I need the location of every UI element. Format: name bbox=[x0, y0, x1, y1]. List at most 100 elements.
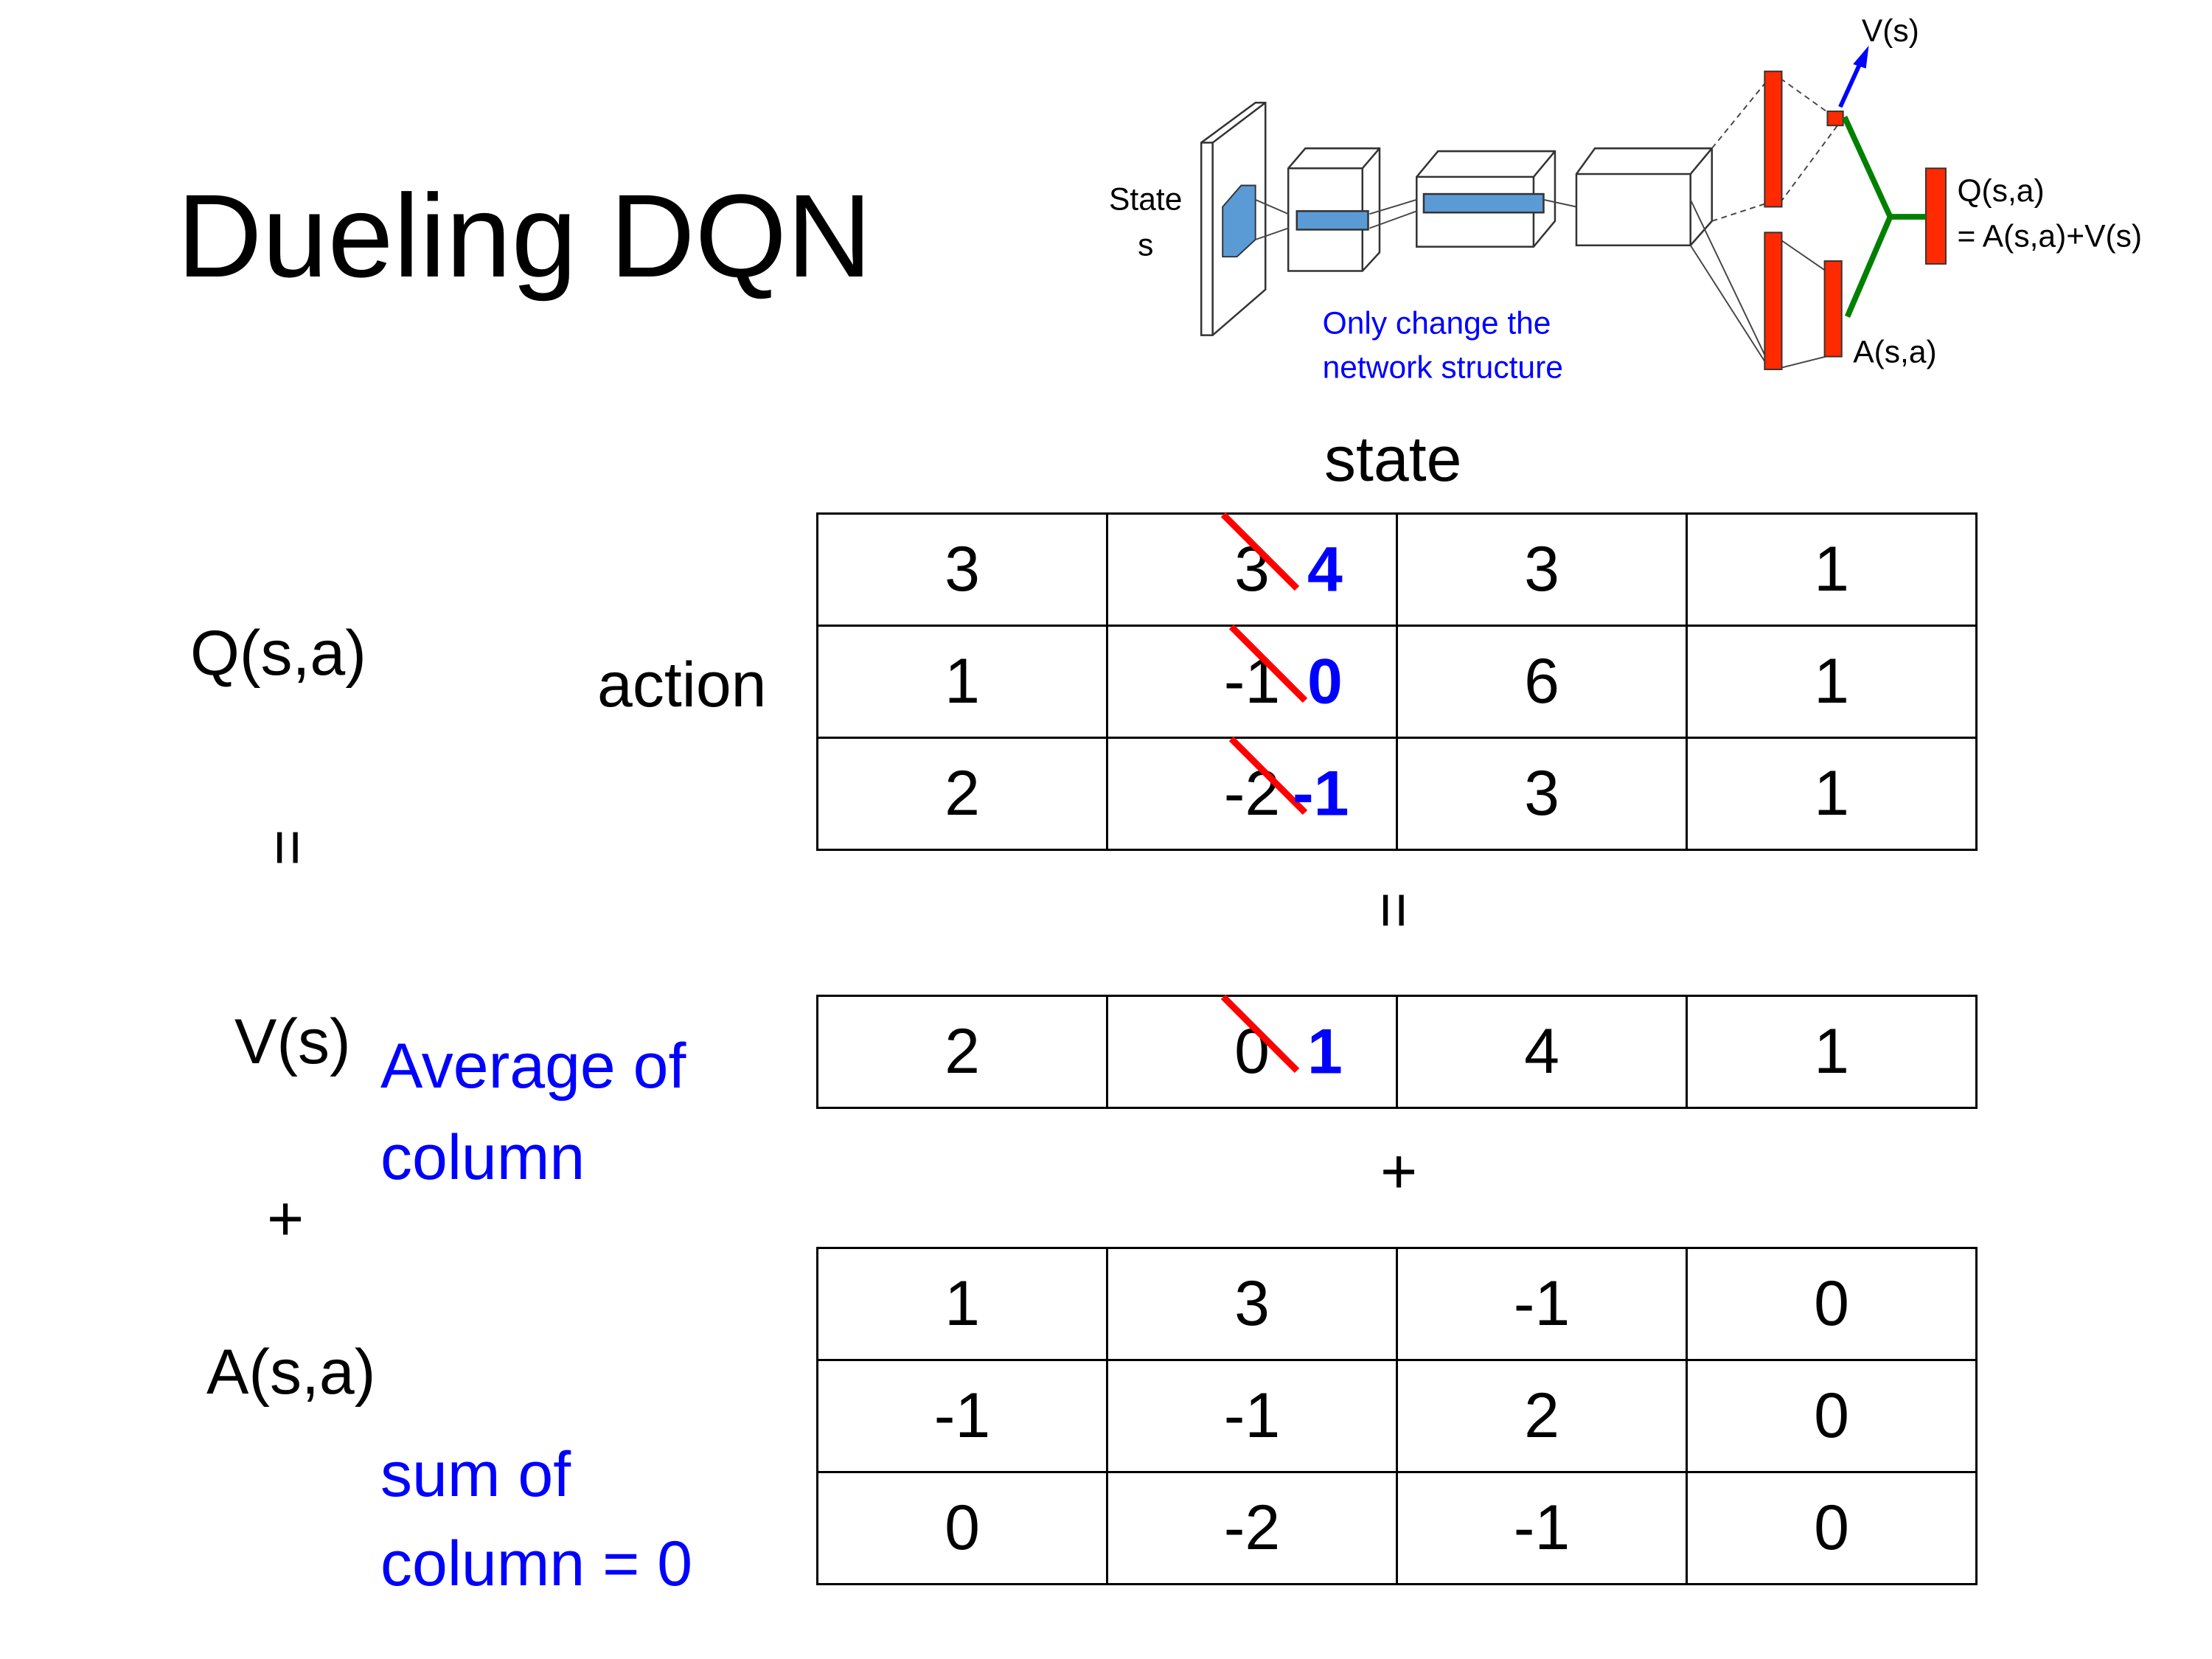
table-cell: -2-1 bbox=[1106, 736, 1398, 851]
cell-value: 2 bbox=[1524, 1380, 1559, 1451]
corrected-value: 1 bbox=[1307, 1016, 1343, 1087]
table-cell: -2 bbox=[1106, 1471, 1398, 1585]
conv-layer-1 bbox=[1287, 147, 1381, 272]
strikethrough-mark bbox=[1220, 994, 1300, 1074]
table-cell: 6 bbox=[1396, 625, 1688, 739]
table-cell: 0 bbox=[1686, 1471, 1978, 1585]
strikethrough-mark bbox=[1228, 736, 1307, 815]
table-cell: 3 bbox=[816, 512, 1108, 627]
corrected-value: -1 bbox=[1293, 758, 1349, 829]
q-label: Q(s,a) bbox=[1957, 173, 2044, 209]
table-cell: -1 bbox=[1396, 1471, 1688, 1585]
table-cell: 3 bbox=[1396, 737, 1688, 851]
state-label: State bbox=[1109, 181, 1182, 217]
cell-value: -2 bbox=[1223, 1492, 1281, 1563]
fc-bars bbox=[1764, 70, 1947, 370]
equals-sign: = bbox=[252, 829, 324, 866]
table-cell: 1 bbox=[1686, 625, 1978, 739]
table-cell: 0 bbox=[1686, 1247, 1978, 1361]
state-axis-label: state bbox=[1324, 424, 1462, 495]
table-row: 0 -2 -1 0 bbox=[816, 1471, 1978, 1585]
table-cell: -1 bbox=[1106, 1359, 1398, 1473]
a-label: A(s,a) bbox=[206, 1337, 376, 1408]
table-cell: 2 bbox=[1396, 1359, 1688, 1473]
cell-value: 1 bbox=[1814, 534, 1849, 605]
a-label: A(s,a) bbox=[1853, 334, 1936, 369]
cell-value: 0 bbox=[945, 1492, 980, 1563]
cell-value: 3 bbox=[1234, 1268, 1270, 1339]
corrected-value: 0 bbox=[1307, 646, 1343, 717]
connections bbox=[1255, 77, 1838, 369]
strikethrough-mark bbox=[1228, 624, 1307, 703]
a-table: 1 3 -1 0 -1 -1 2 0 0 -2 -1 0 bbox=[816, 1247, 1978, 1585]
cell-value: 1 bbox=[945, 646, 980, 717]
cell-value: 2 bbox=[945, 1016, 980, 1087]
cell-value: 4 bbox=[1524, 1016, 1559, 1087]
slide-title: Dueling DQN bbox=[177, 170, 872, 302]
q-formula: = A(s,a)+V(s) bbox=[1957, 219, 2142, 254]
table-cell: 3 bbox=[1106, 1247, 1398, 1361]
cell-value: -1 bbox=[1513, 1492, 1571, 1563]
table-cell: 1 bbox=[1686, 512, 1978, 627]
action-axis-label: action bbox=[597, 650, 767, 720]
a-note-line1: sum of bbox=[380, 1439, 571, 1510]
table-cell: -1 0 bbox=[1106, 624, 1398, 739]
table-cell: 4 bbox=[1396, 995, 1688, 1109]
cell-value: 1 bbox=[1814, 1016, 1849, 1087]
v-note-line2: column bbox=[380, 1122, 585, 1193]
table-cell: 2 bbox=[816, 737, 1108, 851]
table-cell: 0 bbox=[1686, 1359, 1978, 1473]
cell-value: 2 bbox=[945, 758, 980, 829]
value-arrow bbox=[1838, 45, 1869, 108]
plus-sign: + bbox=[1380, 1136, 1418, 1207]
q-label: Q(s,a) bbox=[190, 618, 366, 689]
table-cell: 1 bbox=[816, 625, 1108, 739]
original-value: -2 bbox=[1223, 758, 1281, 829]
cell-value: 0 bbox=[1814, 1380, 1849, 1451]
plus-sign: + bbox=[267, 1183, 305, 1254]
state-symbol: s bbox=[1138, 227, 1153, 262]
v-label: V(s) bbox=[234, 1006, 351, 1077]
v-label: V(s) bbox=[1862, 13, 1919, 49]
cell-value: 6 bbox=[1524, 646, 1559, 717]
conv-layer-3 bbox=[1575, 147, 1713, 246]
table-row: 1 -1 0 6 1 bbox=[816, 624, 1978, 739]
cell-value: 0 bbox=[1814, 1492, 1849, 1563]
cell-value: 0 bbox=[1814, 1268, 1849, 1339]
merge-lines bbox=[1842, 116, 1926, 318]
cell-value: -1 bbox=[1223, 1380, 1281, 1451]
a-note-line2: column = 0 bbox=[380, 1528, 693, 1599]
diagram-note-line2: network structure bbox=[1323, 350, 1563, 386]
table-row: -1 -1 2 0 bbox=[816, 1359, 1978, 1473]
cell-value: 3 bbox=[945, 534, 980, 605]
table-cell: 1 bbox=[1686, 737, 1978, 851]
cell-value: 1 bbox=[945, 1268, 980, 1339]
strikethrough-mark bbox=[1220, 512, 1300, 591]
cell-value: -1 bbox=[933, 1380, 991, 1451]
table-cell: 3 bbox=[1396, 512, 1688, 627]
cell-value: -1 bbox=[1513, 1268, 1571, 1339]
table-cell: 0 bbox=[816, 1471, 1108, 1585]
diagram-note-line1: Only change the bbox=[1323, 306, 1551, 341]
table-cell: 1 bbox=[1686, 995, 1978, 1109]
original-value: -1 bbox=[1223, 646, 1281, 717]
table-cell: -1 bbox=[1396, 1247, 1688, 1361]
table-cell: -1 bbox=[816, 1359, 1108, 1473]
cell-value: 3 bbox=[1524, 534, 1559, 605]
table-cell: 2 bbox=[816, 995, 1108, 1109]
cell-value: 1 bbox=[1814, 646, 1849, 717]
table-row: 1 3 -1 0 bbox=[816, 1247, 1978, 1361]
network-diagram: State s V(s) Q(s,a) = A(s,a)+V(s) A(s,a)… bbox=[1109, 13, 2142, 386]
conv-layer-2 bbox=[1416, 150, 1557, 248]
equals-sign: = bbox=[1358, 891, 1430, 929]
table-cell: 1 bbox=[816, 1247, 1108, 1361]
corrected-value: 4 bbox=[1307, 534, 1343, 605]
v-note-line1: Average of bbox=[380, 1031, 686, 1102]
